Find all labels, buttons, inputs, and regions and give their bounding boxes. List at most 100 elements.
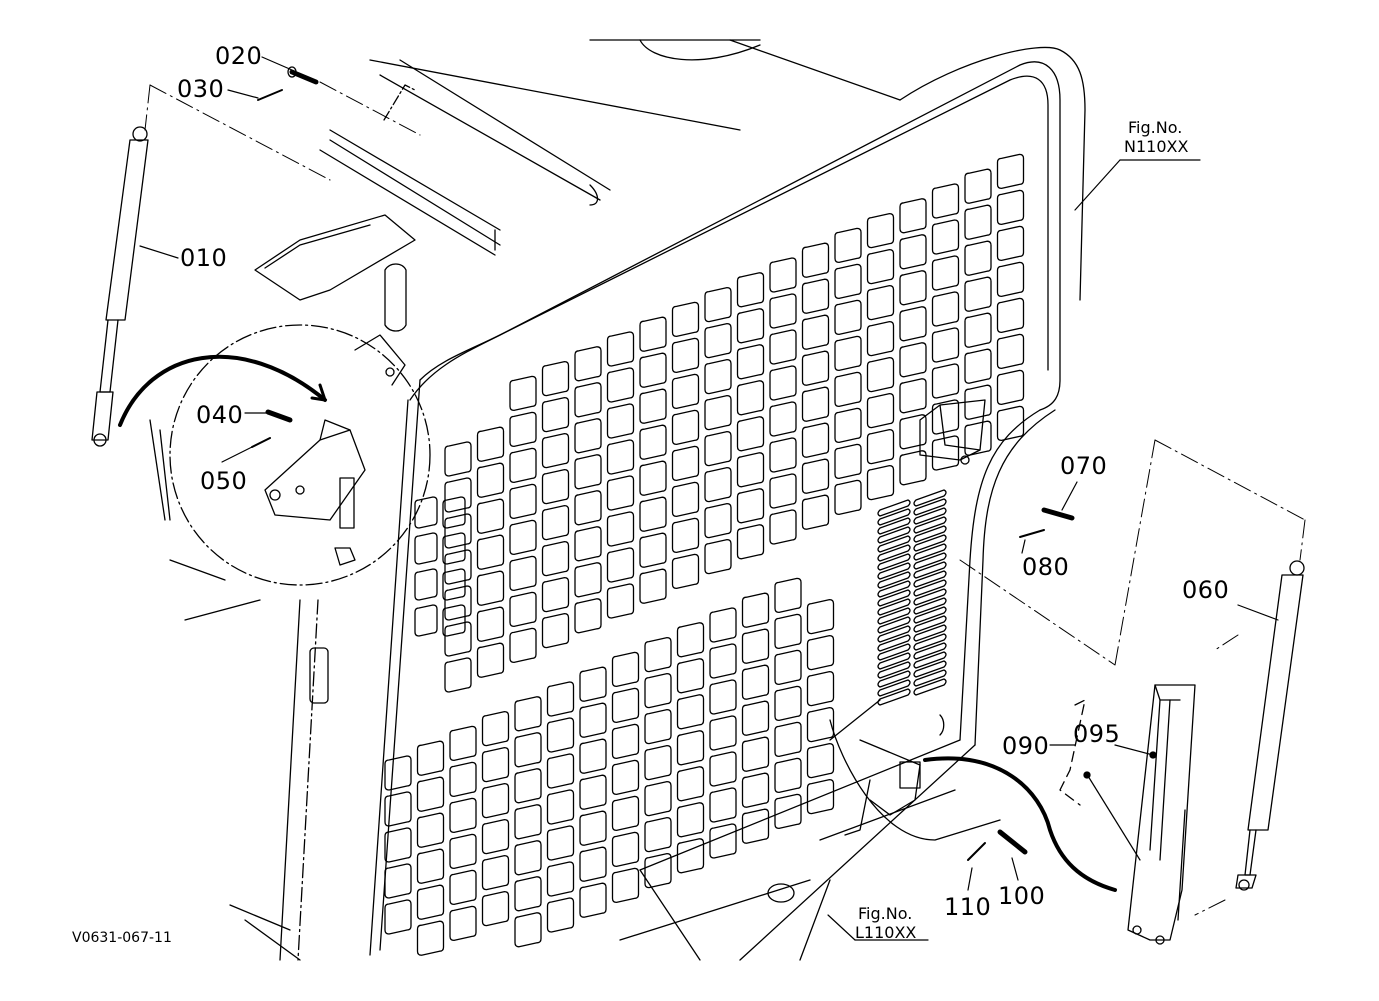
- grille-cell: [741, 700, 770, 736]
- grille-cell: [481, 818, 510, 855]
- grille-cell: [769, 509, 797, 545]
- vent-slot: [913, 660, 947, 678]
- grille-cell: [676, 838, 705, 874]
- grille-cell: [769, 293, 797, 329]
- grille-cell: [834, 335, 862, 372]
- grille-cell: [574, 598, 602, 634]
- grille-cell: [676, 622, 705, 658]
- grille-cell: [644, 852, 672, 889]
- grille-cell: [444, 513, 472, 549]
- grille-cell: [709, 715, 737, 751]
- grille-cell: [709, 823, 737, 859]
- grille-cell: [709, 643, 737, 679]
- lower-grille-mesh: [384, 577, 835, 956]
- bracket-095: [1127, 684, 1196, 945]
- grille-cell: [541, 432, 570, 469]
- vent-slot: [913, 642, 947, 660]
- label-080: 080: [1022, 553, 1070, 581]
- grille-cell: [444, 621, 472, 657]
- vent-slot: [877, 625, 911, 643]
- label-020: 020: [215, 42, 263, 70]
- grille-cell: [866, 320, 895, 357]
- grille-cell: [449, 905, 477, 942]
- grille-cell: [931, 435, 960, 471]
- grille-cell: [801, 422, 830, 458]
- grille-cell: [449, 761, 477, 798]
- grille-cell: [834, 227, 862, 264]
- gas-spring-010: [91, 126, 149, 447]
- grille-cell: [416, 884, 445, 920]
- grille-cell: [481, 710, 510, 747]
- grille-cell: [996, 369, 1025, 406]
- vent-slot: [913, 615, 947, 633]
- grille-cell: [442, 532, 466, 565]
- grille-cell: [996, 333, 1025, 370]
- grille-cell: [606, 583, 635, 619]
- grille-cell: [736, 308, 765, 344]
- fig-ref-l110xx[interactable]: Fig.No. L110XX: [855, 904, 916, 942]
- vent-slot: [913, 525, 947, 543]
- grille-cell: [866, 248, 895, 285]
- grille-cell: [834, 443, 862, 480]
- cotter-110: [967, 842, 986, 861]
- grille-cell: [801, 386, 830, 422]
- vent-slot: [913, 561, 947, 579]
- grille-cell: [514, 876, 542, 912]
- label-050: 050: [200, 467, 248, 495]
- grille-cell: [514, 912, 542, 948]
- grille-cell: [546, 861, 575, 897]
- grille-cell: [704, 286, 732, 323]
- vent-slot: [913, 651, 947, 669]
- grille-cell: [736, 272, 765, 308]
- grille-cell: [546, 753, 575, 789]
- grille-cell: [444, 477, 472, 513]
- gas-spring-060: [1235, 560, 1305, 891]
- grille-cell: [442, 568, 466, 601]
- vent-slot: [877, 688, 911, 706]
- drawing-code: V0631-067-11: [72, 930, 172, 946]
- grille-cell: [639, 568, 667, 604]
- grille-cell: [774, 685, 802, 722]
- grille-cell: [639, 316, 667, 352]
- grille-cell: [931, 183, 960, 219]
- grille-cell: [416, 740, 445, 776]
- grille-cell: [834, 479, 862, 516]
- grille-cell: [509, 555, 537, 592]
- grille-cell: [801, 314, 830, 350]
- grille-cell: [416, 920, 445, 956]
- grille-cell: [444, 441, 472, 477]
- grille-cell: [541, 504, 570, 541]
- grille-cell: [611, 867, 640, 904]
- grille-cell: [416, 848, 445, 884]
- fig-ref-n110xx[interactable]: Fig.No. N110XX: [1124, 118, 1188, 156]
- grille-cell: [704, 466, 732, 503]
- grille-cell: [606, 367, 635, 403]
- grille-cell: [476, 570, 505, 606]
- grille-cell: [676, 730, 705, 766]
- grille-cell: [574, 562, 602, 598]
- grille-cell: [709, 607, 737, 643]
- grille-cell: [579, 738, 607, 774]
- vent-slot: [877, 499, 911, 517]
- grille-cell: [639, 532, 667, 568]
- grille-cell: [611, 723, 640, 760]
- grille-cell: [709, 787, 737, 823]
- grille-cell: [541, 468, 570, 505]
- pin-100: [997, 829, 1028, 855]
- grille-cell: [769, 473, 797, 509]
- grille-cell: [541, 576, 570, 613]
- grille-cell: [769, 437, 797, 473]
- vent-slot: [877, 670, 911, 688]
- pin-070: [1041, 507, 1075, 521]
- grille-cell: [866, 284, 895, 321]
- grille-cell: [579, 702, 607, 738]
- vent-slot: [913, 606, 947, 624]
- grille-cell: [514, 804, 542, 840]
- grille-cell: [736, 452, 765, 488]
- grille-cell: [476, 642, 505, 678]
- vent-slot: [913, 516, 947, 534]
- grille-cell: [964, 312, 992, 348]
- grille-cell: [639, 460, 667, 496]
- label-100: 100: [998, 882, 1046, 910]
- grille-cell: [644, 708, 672, 745]
